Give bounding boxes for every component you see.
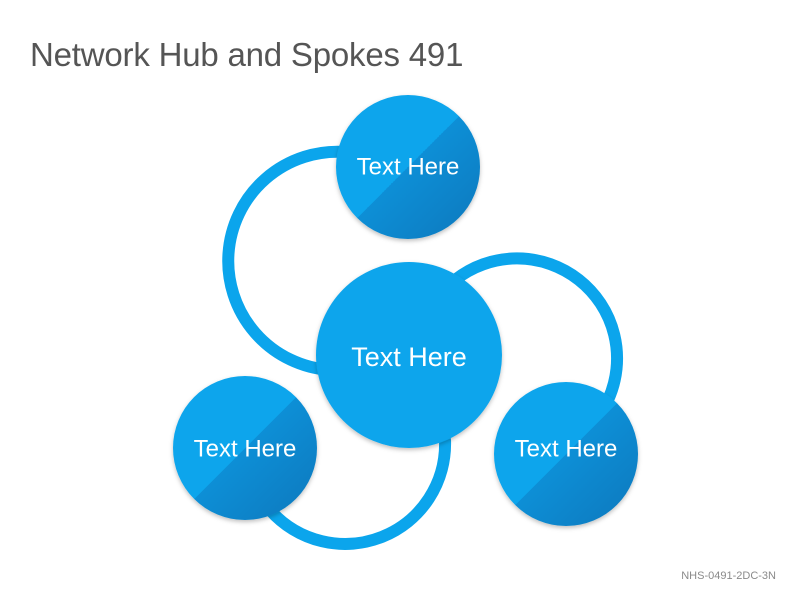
arc-top-to-hub — [222, 145, 351, 376]
spoke-circle-left — [173, 376, 317, 520]
spoke-node-left: Text Here — [173, 376, 317, 520]
spoke-circle-top — [336, 95, 480, 239]
connector-arcs — [222, 145, 624, 550]
hub-node: Text Here — [316, 262, 502, 448]
spoke-circle-right — [494, 382, 638, 526]
slide-code: NHS-0491-2DC-3N — [681, 570, 776, 582]
arc-hub-to-left — [264, 434, 452, 550]
hub-circle — [316, 262, 502, 448]
spoke-label-right: Text Here — [515, 436, 618, 463]
spoke-label-top: Text Here — [357, 154, 460, 181]
page-title: Network Hub and Spokes 491 — [30, 36, 464, 73]
spoke-label-left: Text Here — [194, 436, 297, 463]
hub-label: Text Here — [351, 342, 467, 372]
spoke-node-top: Text Here — [336, 95, 480, 239]
arc-hub-to-right — [449, 252, 624, 406]
spoke-node-right: Text Here — [494, 382, 638, 526]
